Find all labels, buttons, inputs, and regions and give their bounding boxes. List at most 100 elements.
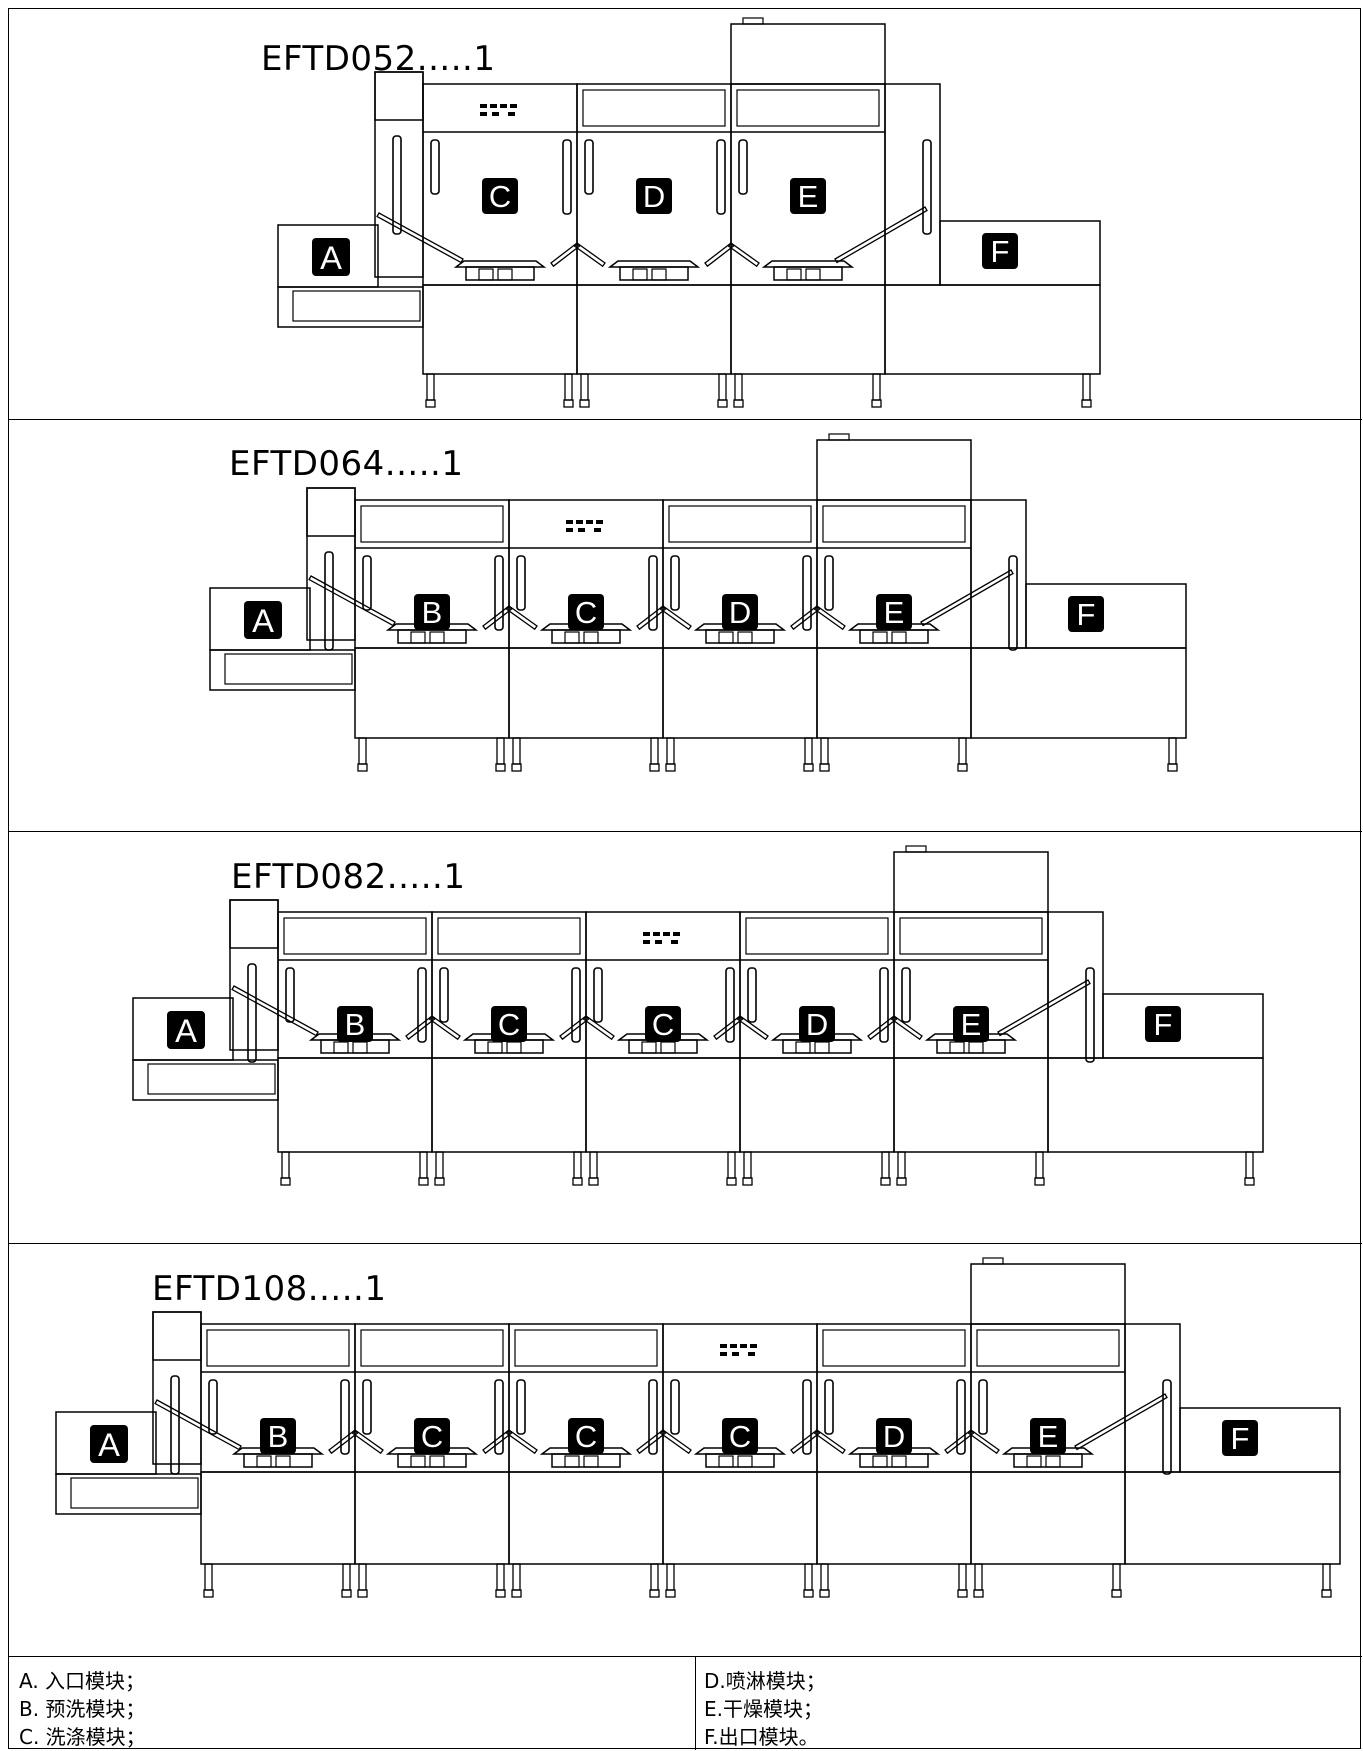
module-left-handle-3	[516, 1379, 526, 1435]
inlet-drawer-front	[147, 1063, 276, 1095]
module-right-handle-1	[417, 967, 427, 1043]
module-divider-plate-right-5	[813, 1429, 846, 1455]
badge-module-1-box	[482, 178, 518, 214]
badge-inlet-box	[167, 1011, 205, 1049]
inlet-hood-cap	[306, 487, 356, 537]
legend-item-dry: E.干燥模块；	[704, 1697, 823, 1721]
inlet-hood-handle	[170, 1375, 180, 1475]
module-divider-plate-left-5	[790, 1429, 821, 1455]
inlet-hood	[306, 487, 356, 641]
module-leg-left-3	[665, 737, 676, 772]
model-title-3: EFTD082.....1	[231, 857, 466, 897]
exhaust-tower-cap	[905, 845, 927, 853]
control-panel-led-6	[492, 112, 499, 116]
module-leg-left-3	[511, 1563, 522, 1598]
outlet-module-top	[1025, 583, 1187, 649]
module-divider-plate-left-2	[482, 605, 513, 631]
module-leg-left-2	[579, 373, 590, 408]
outlet-module-top	[1102, 993, 1264, 1059]
badge-inlet-box	[312, 238, 350, 276]
legend-right-column: D.喷淋模块； E.干燥模块； F.出口模块。	[704, 1667, 826, 1751]
module-base-2	[576, 284, 732, 375]
module-leg-right-1	[341, 1563, 352, 1598]
module-leg-right-3	[803, 737, 814, 772]
module-base-1	[200, 1471, 356, 1565]
badge-module-4-box	[876, 594, 912, 630]
outlet-leg-left	[871, 373, 882, 408]
control-panel-led-7	[508, 112, 515, 116]
outlet-module-base	[884, 284, 1101, 375]
module-basket-6	[1001, 1447, 1095, 1468]
outlet-leg-right	[1244, 1151, 1255, 1186]
badge-module-3-box	[790, 178, 826, 214]
control-panel-led-2	[490, 104, 497, 108]
outlet-leg-right	[1081, 373, 1092, 408]
badge-outlet-box	[1068, 596, 1104, 632]
module-divider-plate-right-3	[659, 605, 692, 631]
module-base-2	[354, 1471, 510, 1565]
outlet-plate	[834, 206, 928, 264]
module-leg-right-1	[418, 1151, 429, 1186]
outlet-module-top	[1179, 1407, 1341, 1473]
outlet-module-base	[970, 647, 1187, 739]
module-leg-left-4	[665, 1563, 676, 1598]
module-window-1	[283, 917, 427, 955]
module-divider-plate-left-2	[550, 242, 581, 268]
module-right-handle-3	[802, 555, 812, 631]
control-panel-led-5	[720, 1352, 727, 1356]
module-window-2	[437, 917, 581, 955]
badge-module-2-box	[414, 1418, 450, 1454]
control-panel-led-1	[566, 520, 573, 524]
control-panel-led-7	[748, 1352, 755, 1356]
model-title-1: EFTD052.....1	[261, 39, 496, 79]
outlet-leg-right	[1321, 1563, 1332, 1598]
inlet-plate	[154, 1399, 242, 1451]
module-divider-plate-left-4	[636, 1429, 667, 1455]
module-divider-plate-right-3	[582, 1015, 615, 1041]
module-divider-plate-left-3	[636, 605, 667, 631]
outlet-column-handle	[922, 139, 932, 235]
badge-module-3: D	[729, 595, 751, 630]
module-base-1	[277, 1057, 433, 1153]
badge-outlet-box	[982, 233, 1018, 269]
module-leg-right-2	[495, 1563, 506, 1598]
module-base-4	[739, 1057, 895, 1153]
module-left-handle-2	[584, 139, 594, 195]
exhaust-tower	[893, 851, 1049, 913]
outlet-plate	[1074, 1393, 1168, 1451]
module-window-1	[360, 505, 504, 543]
module-divider-plate-right-2	[505, 605, 538, 631]
module-window-5	[822, 1329, 966, 1367]
legend-item-prewash: B. 预洗模块；	[19, 1697, 146, 1721]
badge-inlet: A	[252, 602, 274, 639]
module-left-handle-1	[430, 139, 440, 195]
control-panel-led-4	[750, 1344, 757, 1348]
badge-module-1-box	[260, 1418, 296, 1454]
outlet-module-base	[1124, 1471, 1341, 1565]
badge-module-2-box	[491, 1006, 527, 1042]
badge-module-1: B	[422, 595, 443, 630]
model-title-4: EFTD108.....1	[152, 1269, 387, 1309]
badge-outlet: F	[1077, 597, 1096, 632]
module-left-handle-2	[362, 1379, 372, 1435]
control-panel-led-1	[643, 932, 650, 936]
module-leg-right-1	[495, 737, 506, 772]
module-left-handle-5	[901, 967, 911, 1023]
badge-module-5: D	[883, 1419, 905, 1454]
exhaust-tower-cap	[828, 433, 850, 441]
module-base-3	[585, 1057, 741, 1153]
inlet-hood-cap	[229, 899, 279, 949]
legend-item-wash: C. 洗涤模块；	[19, 1725, 146, 1749]
control-panel-led-7	[594, 528, 601, 532]
module-base-3	[730, 284, 886, 375]
badge-module-3-box	[645, 1006, 681, 1042]
module-window-2	[582, 89, 726, 127]
module-window-4	[745, 917, 889, 955]
module-window-3	[668, 505, 812, 543]
badge-outlet-box	[1145, 1006, 1181, 1042]
inlet-drawer-front	[70, 1477, 199, 1509]
module-base-2	[508, 647, 664, 739]
